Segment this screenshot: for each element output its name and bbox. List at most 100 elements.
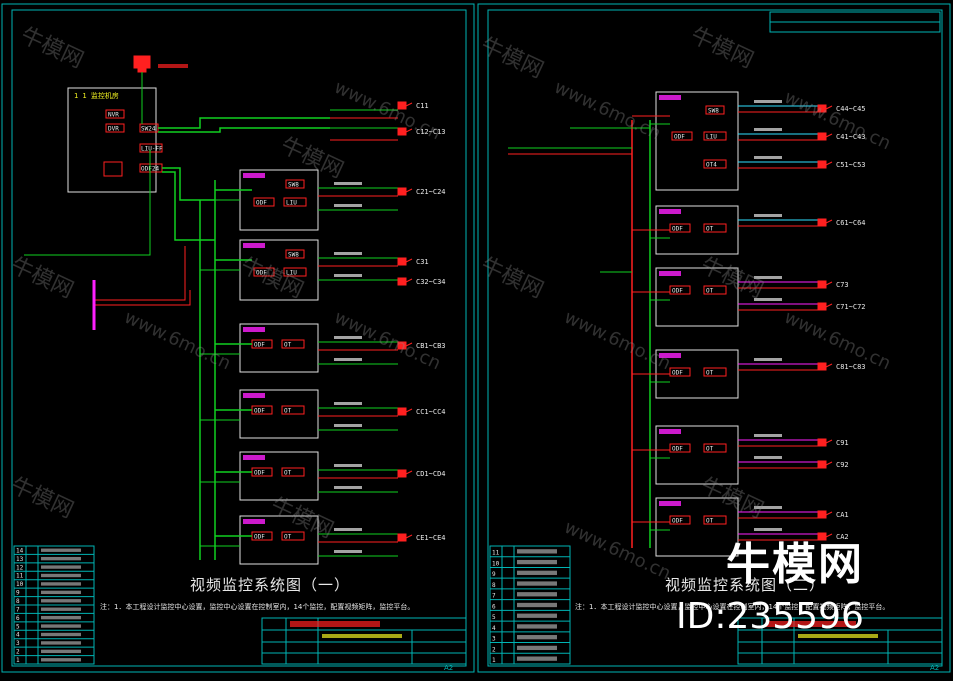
camera-lens	[405, 342, 413, 347]
equipment-module-label: LIU	[286, 200, 297, 207]
camera-symbol: C31	[397, 257, 429, 266]
equipment-module	[705, 105, 725, 115]
camera-id-label: CA2	[836, 533, 849, 541]
converter-module	[103, 161, 123, 177]
equipment-module-label: SW8	[288, 252, 299, 259]
sheet-1-note: 注：1．本工程设计监控中心设置，监控中心设置在控制室内，14个监控，配置视频矩阵…	[100, 603, 415, 611]
legend-row-text-placeholder	[41, 556, 81, 561]
equipment-module	[703, 159, 727, 169]
cabinet-title-placeholder	[659, 353, 681, 358]
camera-id-label: CB1~CB3	[416, 342, 446, 350]
equipment-module-label: OT	[284, 342, 292, 349]
equipment-module	[669, 515, 691, 525]
equipment-module-label: SW8	[288, 182, 299, 189]
legend-table-border	[489, 545, 571, 665]
workstation-base	[137, 67, 147, 73]
legend-row-text-placeholder	[41, 582, 81, 586]
cable-spec-placeholder	[334, 528, 362, 531]
camera-body	[397, 277, 407, 286]
equipment-module	[669, 223, 691, 233]
camera-id-label: CA1	[836, 511, 849, 519]
cabinet-border	[239, 515, 319, 565]
equipment-module-label: ODF	[254, 342, 265, 349]
legend-row-text-placeholder	[41, 632, 81, 637]
equipment-module	[703, 443, 727, 453]
title-block	[261, 617, 467, 665]
cable-spec-placeholder	[754, 456, 782, 459]
camera-id-label: CE1~CE4	[416, 534, 446, 542]
cable-spec-placeholder	[754, 128, 782, 131]
camera-symbol: C41~C43	[817, 132, 866, 141]
camera-body	[397, 469, 407, 478]
camera-symbol: C44~C45	[817, 104, 866, 113]
camera-id-label: C71~C72	[836, 303, 866, 311]
equipment-module-label: ODF	[256, 200, 267, 207]
legend-row-text-placeholder	[41, 658, 81, 662]
brand-id: ID:235596	[676, 596, 864, 637]
legend-row-text-placeholder	[41, 649, 81, 654]
cabinet-title-placeholder	[659, 501, 681, 506]
equipment-module-label: OT	[284, 470, 292, 477]
equipment-module-label: LIU	[286, 270, 297, 277]
cable-spec-placeholder	[334, 486, 362, 489]
title-block	[737, 617, 943, 665]
legend-row-text-placeholder	[41, 599, 81, 603]
trunk-wire	[158, 117, 330, 129]
equipment-module	[703, 285, 727, 295]
cabinet-title-placeholder	[243, 519, 265, 524]
cabinet-border	[655, 267, 739, 327]
legend-row-number: 4	[16, 632, 20, 639]
equipment-module-label: ODF	[254, 470, 265, 477]
cable-spec-placeholder	[754, 358, 782, 361]
camera-lens	[405, 534, 413, 539]
legend-row-number: 10	[16, 581, 24, 588]
camera-body	[397, 407, 407, 416]
camera-id-label: C73	[836, 281, 849, 289]
legend-row-text-placeholder	[41, 607, 81, 611]
sheet-2-inner-frame	[487, 9, 943, 667]
camera-lens	[825, 511, 833, 516]
camera-lens	[405, 258, 413, 263]
power-wire	[94, 246, 186, 301]
legend-row-number: 1	[16, 657, 20, 664]
equipment-module	[703, 223, 727, 233]
cable-spec-placeholder	[754, 506, 782, 509]
cabinet-title-placeholder	[243, 243, 265, 248]
legend-row-text-placeholder	[517, 581, 557, 586]
legend-row-number: 4	[492, 625, 496, 632]
equipment-module-label: ODF	[256, 270, 267, 277]
equipment-module	[285, 249, 305, 259]
camera-lens	[825, 533, 833, 538]
equipment-module-label: ODF	[254, 534, 265, 541]
cable-spec-placeholder	[334, 204, 362, 207]
dvr-module	[105, 123, 125, 133]
camera-id-label: C81~C83	[836, 363, 866, 371]
equipment-module	[283, 267, 307, 277]
cabinet-border	[239, 389, 319, 439]
sheet-1-outer-frame	[1, 3, 475, 673]
cable-spec-placeholder	[754, 528, 782, 531]
cabinet-title-placeholder	[243, 327, 265, 332]
legend-row-text-placeholder	[41, 573, 81, 578]
cabinet-border	[239, 323, 319, 373]
camera-symbol: C12~C13	[397, 127, 446, 136]
camera-lens	[825, 105, 833, 110]
trunk-wire	[158, 127, 330, 133]
legend-row-text-placeholder	[517, 570, 557, 575]
legend-row-text-placeholder	[517, 624, 557, 629]
sheet-2-size-label: A2	[930, 664, 940, 672]
cabinet-border	[239, 451, 319, 501]
equipment-module-label: LIU	[706, 134, 717, 141]
equipment-module-label: ODF	[254, 408, 265, 415]
camera-lens	[825, 133, 833, 138]
equipment-module	[671, 131, 693, 141]
legend-row-number: 8	[16, 598, 20, 605]
camera-symbol: C51~C53	[817, 160, 866, 169]
